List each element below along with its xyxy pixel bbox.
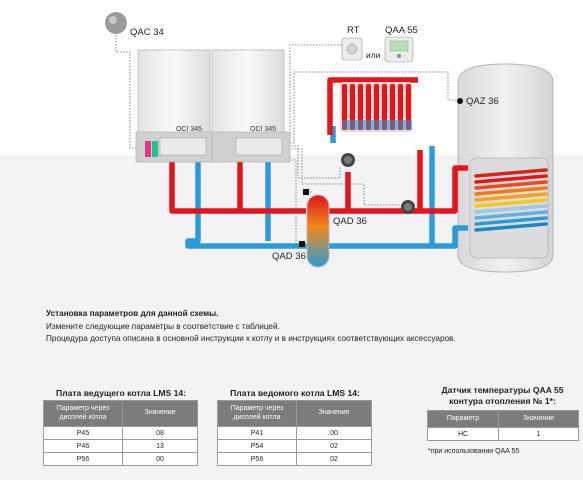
boiler-2 bbox=[211, 49, 291, 163]
column-header-value: Значение bbox=[296, 400, 372, 427]
sensor-table-title-line-1: Датчик температуры QAA 55 bbox=[441, 385, 564, 395]
value-cell: 08 bbox=[122, 426, 198, 440]
boiler-1 bbox=[135, 49, 215, 163]
table-header-row: Параметр Значение bbox=[427, 410, 579, 428]
value-cell: 13 bbox=[122, 439, 198, 453]
param-cell: P41 bbox=[217, 426, 297, 440]
sensor-qad-lower bbox=[299, 241, 305, 247]
boiler-1-pink-module bbox=[145, 141, 151, 157]
master-table-title: Плата ведущего котла LMS 14: bbox=[55, 388, 187, 398]
boiler-1-green-module bbox=[152, 141, 158, 157]
column-header-value: Значение bbox=[498, 410, 579, 428]
sensor-qad-upper bbox=[303, 189, 309, 195]
label-boiler-2: OCI 345 bbox=[250, 126, 276, 133]
room-thermostat-rt-icon bbox=[341, 37, 363, 61]
sensor-table-title: Датчик температуры QAA 55 контура отопле… bbox=[425, 385, 580, 407]
dhw-pump bbox=[401, 200, 415, 214]
param-cell: HC bbox=[427, 427, 499, 441]
label-or: или bbox=[366, 50, 381, 60]
column-header-parameter: Параметр bbox=[427, 410, 499, 428]
tank-coil bbox=[474, 168, 548, 232]
slave-table-title: Плата ведомого котла LMS 14: bbox=[230, 388, 360, 398]
label-rt: RT bbox=[347, 25, 360, 36]
sensor-table-title-line-2: контура отопления № 1*: bbox=[449, 396, 556, 406]
column-header-parameter: Параметр через дисплей котла bbox=[43, 400, 123, 427]
label-qad-upper: QAD 36 bbox=[333, 216, 367, 227]
instructions-line-1: Измените следующие параметры в соответст… bbox=[46, 321, 280, 331]
hydraulic-separator bbox=[299, 189, 330, 268]
instructions-block: Установка параметров для данной схемы. И… bbox=[46, 308, 456, 346]
sensor-qaz-dot bbox=[457, 98, 463, 104]
radiator bbox=[340, 82, 412, 132]
column-header-parameter: Параметр через дисплей котла bbox=[217, 400, 297, 427]
value-cell: 00 bbox=[122, 452, 198, 466]
table-header-row: Параметр через дисплей котла Значение bbox=[217, 400, 372, 427]
label-qad-lower: QAD 36 bbox=[272, 251, 306, 262]
table-header-row: Параметр через дисплей котла Значение bbox=[43, 400, 198, 427]
value-cell: 00 bbox=[296, 426, 372, 440]
value-cell: 02 bbox=[296, 452, 372, 466]
param-cell: P56 bbox=[43, 452, 123, 466]
instructions-title: Установка параметров для данной схемы. bbox=[46, 309, 219, 318]
param-cell: P56 bbox=[217, 452, 297, 466]
room-unit-qaa55-icon bbox=[384, 36, 414, 63]
label-qaa: QAA 55 bbox=[385, 25, 418, 36]
outdoor-sensor-icon bbox=[105, 12, 127, 34]
label-boiler-1: OCI 345 bbox=[176, 126, 202, 133]
param-cell: P46 bbox=[43, 439, 123, 453]
param-cell: P54 bbox=[217, 439, 297, 453]
label-qac: QAC 34 bbox=[130, 27, 164, 38]
label-qaz: QAZ 36 bbox=[466, 96, 499, 107]
heating-pump bbox=[341, 153, 355, 167]
value-cell: 1 bbox=[498, 427, 579, 441]
instructions-line-2: Процедура доступа описана в основной инс… bbox=[46, 334, 456, 343]
column-header-value: Значение bbox=[122, 400, 198, 427]
slave-parameter-table: Параметр через дисплей котла Значение P4… bbox=[217, 400, 372, 466]
value-cell: 02 bbox=[296, 439, 372, 453]
sensor-footnote: *при использовании QAA 55 bbox=[428, 448, 520, 455]
param-cell: P45 bbox=[43, 426, 123, 440]
master-parameter-table: Параметр через дисплей котла Значение P4… bbox=[43, 400, 198, 466]
